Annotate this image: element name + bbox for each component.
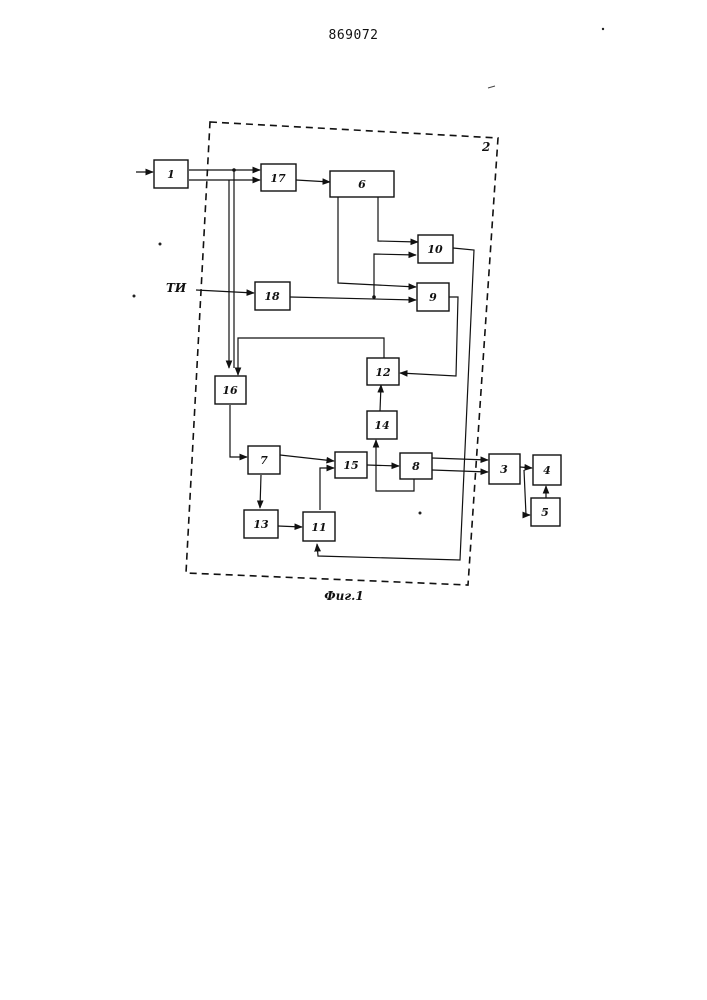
block-17-label: 17	[270, 172, 286, 185]
block-10-label: 10	[427, 243, 443, 256]
block-15-label: 15	[343, 459, 358, 472]
block-10: 10	[418, 235, 453, 263]
block-11: 11	[303, 512, 335, 541]
block-17: 17	[261, 164, 296, 191]
block-4-label: 4	[543, 464, 551, 477]
block-14-label: 14	[374, 419, 389, 432]
block-7: 7	[248, 446, 280, 474]
block-16-label: 16	[222, 384, 238, 397]
block-6: 6	[330, 171, 394, 197]
block-9: 9	[417, 283, 449, 311]
block-13-label: 13	[253, 518, 269, 531]
block-11-label: 11	[311, 521, 326, 534]
block-9-label: 9	[429, 291, 437, 304]
enclosure-label: 2	[481, 140, 490, 154]
block-15: 15	[335, 452, 367, 478]
block-18-label: 18	[264, 290, 280, 303]
block-13: 13	[244, 510, 278, 538]
figure-caption: Фиг.1	[324, 589, 363, 603]
block-16: 16	[215, 376, 246, 404]
block-1: 1	[154, 160, 188, 188]
block-3-label: 3	[500, 463, 508, 476]
block-8: 8	[400, 453, 432, 479]
block-1-label: 1	[167, 168, 175, 181]
block-14: 14	[367, 411, 397, 439]
block-3: 3	[489, 454, 520, 484]
block-4: 4	[533, 455, 561, 485]
block-18: 18	[255, 282, 290, 310]
block-12-label: 12	[375, 366, 391, 379]
scan-specks	[133, 28, 605, 515]
block-6-label: 6	[358, 178, 366, 191]
block-5: 5	[531, 498, 560, 526]
block-5-label: 5	[541, 506, 549, 519]
block-12: 12	[367, 358, 399, 385]
block-7-label: 7	[260, 454, 268, 467]
block-8-label: 8	[412, 460, 420, 473]
input-label-ti: ТИ	[166, 281, 187, 295]
